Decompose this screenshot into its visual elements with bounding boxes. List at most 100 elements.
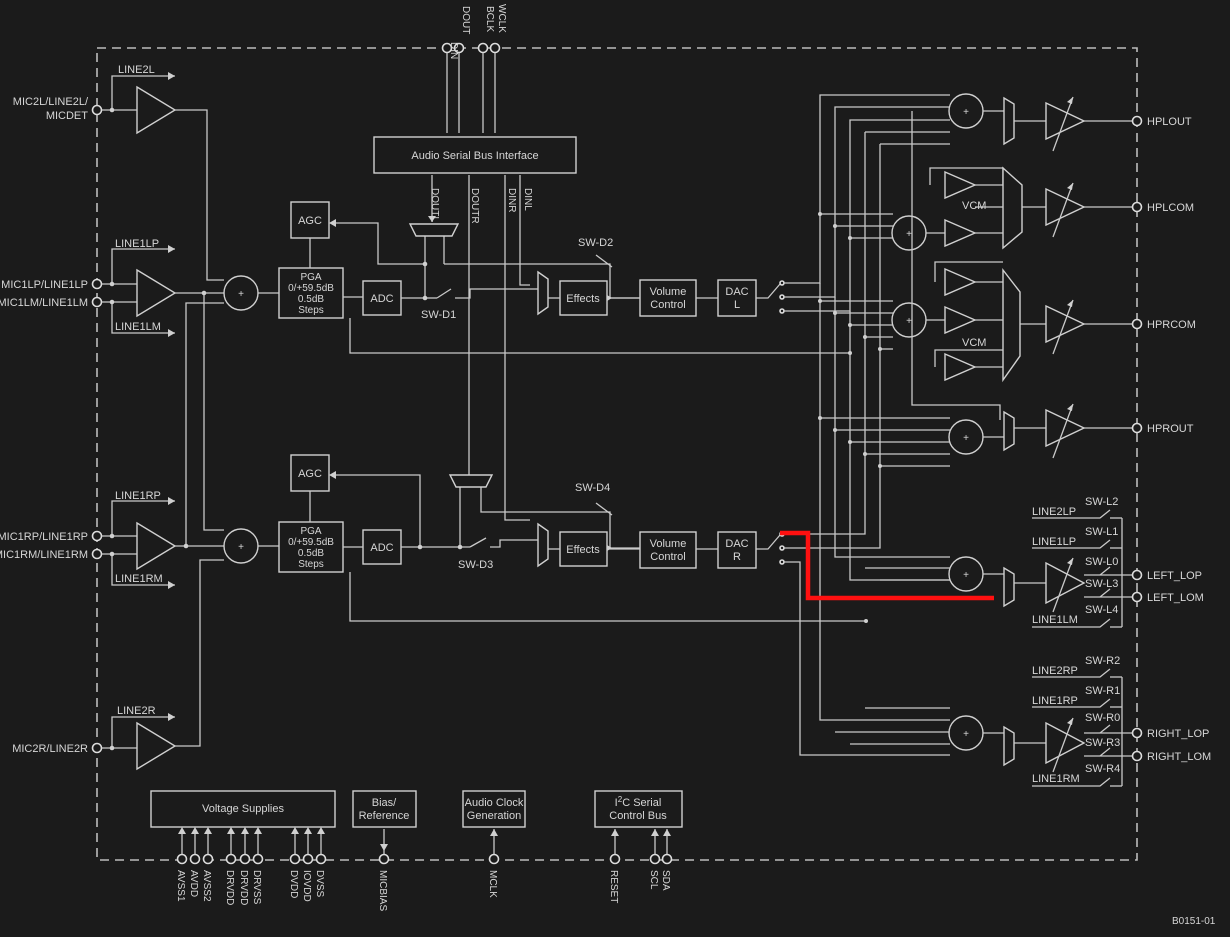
label-mic2r: MIC2R/LINE2R [12,743,88,755]
i2c-line-2: Control Bus [609,810,667,822]
label-dout: DOUT [460,6,471,34]
mixer-plus: + [238,542,244,553]
volume-right-line: Control [650,551,685,563]
label-line2r: LINE2R [117,705,156,717]
mixer-plus: + [963,729,969,740]
label-line1rp: LINE1RP [1032,695,1078,707]
pga-right-line: 0/+59.5dB [288,537,334,548]
adc-right-label: ADC [370,542,393,554]
mixer-plus: + [963,433,969,444]
i2c-line-1: I2C Serial [615,795,662,809]
label-doutr: DOUTR [469,188,480,224]
label-left-lom: LEFT_LOM [1147,592,1204,604]
label-reset: RESET [608,870,619,903]
bias-line: Reference [359,810,410,822]
label-avss1: AVSS1 [175,870,186,902]
label-sw-d2: SW-D2 [578,237,613,249]
label-dvss: DVSS [314,870,325,898]
audio-clock-block [462,790,526,828]
mixer-plus: + [238,289,244,300]
mixer-plus: + [906,316,912,327]
label-din: DIN [448,42,459,59]
label-dinr: DINR [506,188,517,212]
label-micbias: MICBIAS [377,870,388,911]
mixer-plus: + [963,107,969,118]
label-mic1lp: MIC1LP/LINE1LP [1,279,88,291]
dinr-mux [537,522,549,568]
label-mclk: MCLK [487,870,498,898]
agc-right-label: AGC [298,468,322,480]
label-sw-r2: SW-R2 [1085,655,1120,667]
label-mic1rp: MIC1RP/LINE1RP [0,531,88,543]
label-mic2l: MIC2L/LINE2L/ [13,96,89,108]
label-sw-r1: SW-R1 [1085,685,1120,697]
label-right-lop: RIGHT_LOP [1147,728,1209,740]
label-vcm-2: VCM [962,337,986,349]
pga-right-line: 0.5dB [298,548,324,559]
dac-left-line: DAC [725,286,748,298]
pga-left-line: 0/+59.5dB [288,283,334,294]
digital-bus-lines [431,175,530,521]
voltage-supplies-block [150,790,336,828]
volume-left-block [639,279,697,317]
input-wiring-left [102,75,279,749]
highlighted-signal-path [780,530,994,601]
label-mic1lm: MIC1LM/LINE1LM [0,297,88,309]
label-micdet: MICDET [46,110,88,122]
label-line1lp: LINE1LP [1032,536,1076,548]
label-line2l: LINE2L [118,64,155,76]
voltage-supplies-label: Voltage Supplies [202,803,284,815]
effects-left-block [559,280,608,316]
pga-right-line: Steps [298,559,324,570]
label-iovdd: IOVDD [301,870,312,902]
adc-right-wiring [309,474,866,622]
pin-wclk [489,42,501,54]
pga-left-line: Steps [298,305,324,316]
input-amps [136,85,177,771]
label-sw-r3: SW-R3 [1085,737,1120,749]
adc-left-label: ADC [370,293,393,305]
agc-left-block [290,201,330,239]
asbi-label: Audio Serial Bus Interface [411,150,538,162]
audio-serial-bus-interface-block [373,136,577,174]
label-line1rm: LINE1RM [1032,773,1080,785]
label-wclk: WCLK [496,4,507,33]
label-hprout: HPROUT [1147,423,1194,435]
label-scl: SCL [648,870,659,890]
label-bclk: BCLK [484,6,495,32]
label-hplout: HPLOUT [1147,116,1192,128]
label-drvdd-2: DRVDD [238,870,249,905]
output-routing-bus [784,94,950,756]
output-mixers: + + + + + + [891,93,984,751]
label-avss2: AVSS2 [201,870,212,902]
pin-din [441,42,453,54]
mixer-plus: + [963,570,969,581]
input-mixer-right [223,528,259,564]
doutl-mux [408,223,460,237]
label-dinl: DINL [522,188,533,211]
lineout-left-switches: LINE2LP LINE1LP LINE1LM SW-L2 SW-L1 SW-L… [1032,496,1123,628]
label-doutl: DOUTL [429,188,440,222]
bias-line: Bias/ [372,797,397,809]
label-hprcom: HPRCOM [1147,319,1196,331]
label-sw-l3: SW-L3 [1085,578,1118,590]
label-right-lom: RIGHT_LOM [1147,751,1211,763]
label-line2rp: LINE2RP [1032,665,1078,677]
label-sw-l2: SW-L2 [1085,496,1118,508]
label-line1rm: LINE1RM [115,573,163,585]
agc-right-block [290,454,330,492]
label-sda: SDA [660,870,671,891]
agc-left-label: AGC [298,215,322,227]
volume-left-line: Control [650,299,685,311]
label-line1lm: LINE1LM [1032,614,1078,626]
amp-mic1l [136,268,177,318]
amp-mic1r [136,521,177,571]
lineout-right-switches: LINE2RP LINE1RP LINE1RM SW-R2 SW-R1 SW-R… [1032,655,1123,787]
output-muxes [1002,96,1023,767]
mixer-plus: + [906,229,912,240]
i2c-i: I [615,797,618,809]
label-line2lp: LINE2LP [1032,506,1076,518]
i2c-control-block [594,790,683,828]
doutr-mux [448,474,494,488]
